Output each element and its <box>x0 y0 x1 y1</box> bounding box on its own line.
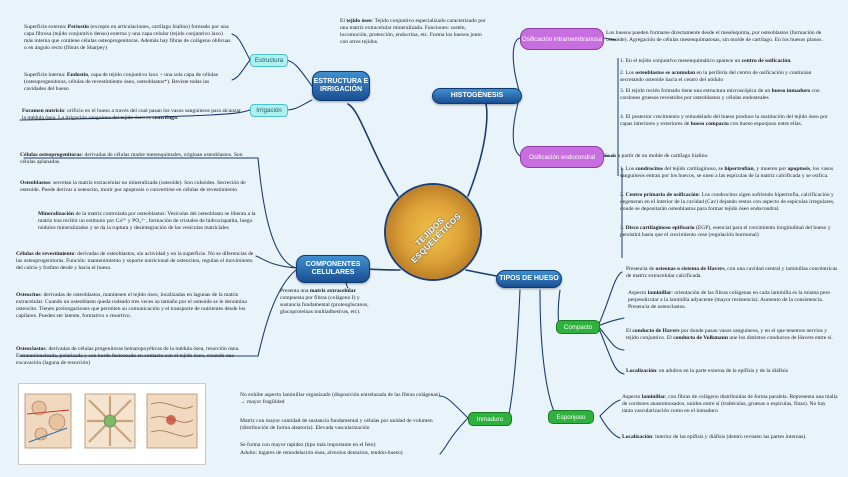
text-endostio: Superficie interna: Endostio, capa de te… <box>24 72 218 93</box>
text-foramen-nutricio: Foramen nutricio: orificio en el hueso a… <box>22 108 241 122</box>
hub-componentes-celulares[interactable]: COMPONENTES CELULARES <box>296 255 370 283</box>
text-endo-step-3: 3. Disco cartilaginoso epifisario (EGP),… <box>620 225 831 239</box>
bone-histology-illustration <box>18 383 206 465</box>
hub-label: TIPOS DE HUESO <box>499 275 559 282</box>
hub-tipos-de-hueso[interactable]: TIPOS DE HUESO <box>496 270 562 288</box>
text-endocondral-intro: Se da a partir de un molde de cartílago … <box>604 153 709 159</box>
text-intra-step-1: 1. En el tejido conjuntivo mesenquimátic… <box>620 58 792 64</box>
text-inmaduro-adulto: Adulto: lugares de remodelación ósea, al… <box>240 450 403 456</box>
text-celulas-revestimiento: Células de revestimiento: derivadas de o… <box>16 251 254 272</box>
osteon-drawing <box>146 393 198 449</box>
node-label: Osificación endocondral <box>528 153 596 161</box>
text-endo-step-1: 1. Los condrocitos del tejido cartilagin… <box>620 166 834 180</box>
bone-section-drawings <box>24 393 198 449</box>
hub-label: HISTOGÉNESIS <box>450 92 504 99</box>
text-definicion-tejido-oseo: El tejido óseo: Tejido conjuntivo especi… <box>340 18 486 46</box>
node-label: Esponjoso <box>556 413 586 421</box>
node-label: Osificación intramembranosa <box>521 35 603 43</box>
node-label: Estructura <box>254 57 284 64</box>
node-osificacion-intramembranosa[interactable]: Osificación intramembranosa <box>520 28 604 50</box>
text-mineralizacion: Mineralización de la matriz controlada p… <box>38 211 256 232</box>
node-estructura[interactable]: Estructura <box>250 54 288 67</box>
text-compacto-laminillar: Aspecto laminillar: orientación de las f… <box>628 290 831 311</box>
hub-histogenesis[interactable]: HISTOGÉNESIS <box>432 88 522 104</box>
text-inmaduro-rapidez: Se forma con mayor rapidez (tipo más imp… <box>240 442 376 448</box>
text-periostio: Superficie externa: Periostio (excepto e… <box>24 24 231 52</box>
node-inmaduro[interactable]: Inmaduro <box>468 412 512 426</box>
hub-label: COMPONENTES CELULARES <box>305 261 361 276</box>
text-intramembranosa-intro: Los huesos pueden formarse directamente … <box>606 30 823 44</box>
text-celulas-osteoprogenitoras: Células osteoprogenitoras: derivadas de … <box>20 152 243 166</box>
central-bone-image <box>386 185 480 279</box>
text-esponjoso-laminillar: Aspecto laminillar, con fibras de coláge… <box>622 394 838 415</box>
compact-bone-drawing <box>24 393 72 449</box>
node-label: Irrigación <box>256 107 282 114</box>
text-compacto-havers: El conducto de Havers por donde pasan va… <box>626 328 833 342</box>
spongy-bone-drawing <box>84 393 136 449</box>
text-endo-step-2: 2. Centro primario de osificación: Los c… <box>620 192 835 213</box>
node-compacto[interactable]: Compacto <box>556 320 600 334</box>
text-inmaduro-matriz: Matriz con mayor cantidad de sustancia f… <box>240 418 433 432</box>
text-osteocitos: Osteocitos: derivadas de osteoblastos, m… <box>16 292 247 320</box>
text-osteoclastos: Osteoclastos: derivadas de células proge… <box>16 346 240 367</box>
node-osificacion-endocondral[interactable]: Osificación endocondral <box>520 146 604 168</box>
text-intra-step-2: 2. Los osteoblastos se acumulan en la pe… <box>620 70 812 84</box>
text-compacto-localizacion: Localización: en adultos en la parte ext… <box>626 368 789 374</box>
node-irrigacion[interactable]: Irrigación <box>250 104 288 117</box>
node-esponjoso[interactable]: Esponjoso <box>548 410 594 424</box>
hub-label: ESTRUCTURA E IRRIGACIÓN <box>313 78 369 93</box>
text-intra-step-4: 4. El posterior crecimiento y remodelado… <box>620 114 828 128</box>
hub-estructura-irrigacion[interactable]: ESTRUCTURA E IRRIGACIÓN <box>312 71 370 101</box>
text-intra-step-3: 3. El tejido recién formado tiene una es… <box>620 88 820 102</box>
text-compacto-osteonas: Presencia de osteonas o sistema de Haver… <box>626 266 838 280</box>
text-inmaduro-laminillar: No exhibe aspecto laminillar organizado … <box>240 392 440 406</box>
text-esponjoso-localizacion: Localización: interior de las epífisis y… <box>622 434 807 440</box>
text-osteoblastos: Osteoblastos: secretan la matriz extrace… <box>20 180 246 194</box>
node-label: Inmaduro <box>476 415 504 423</box>
text-matriz-extracelular: Presenta una matriz extracelular compues… <box>280 288 369 316</box>
node-label: Compacto <box>563 323 593 331</box>
